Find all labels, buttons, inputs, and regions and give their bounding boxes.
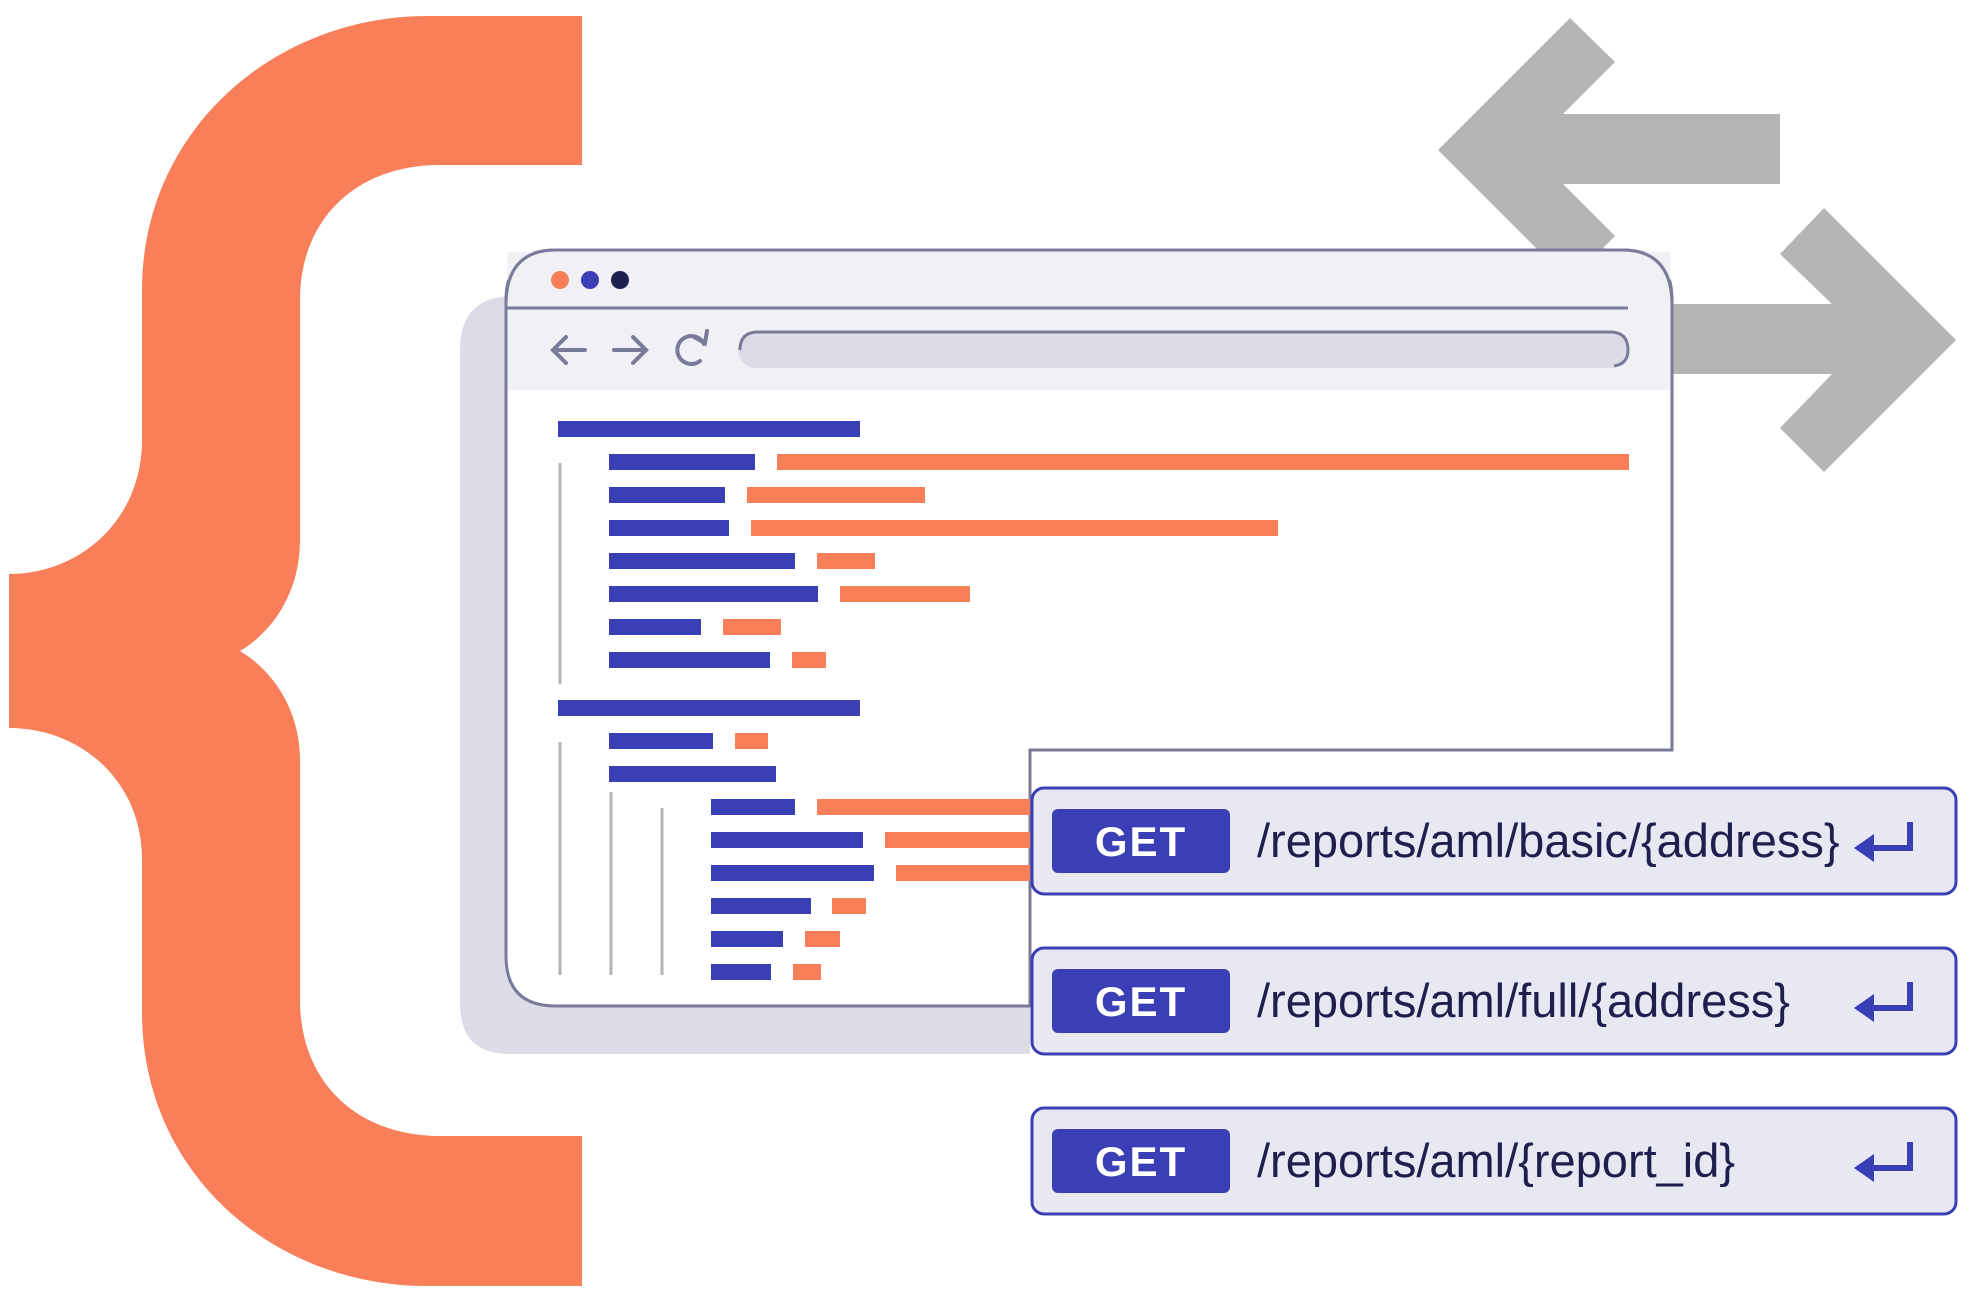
code-key-line — [609, 766, 776, 782]
endpoint-card[interactable]: GET /reports/aml/full/{address} — [1030, 946, 1958, 1056]
code-block — [558, 421, 1629, 980]
browser-chrome-top — [504, 248, 1674, 306]
code-key-line — [609, 619, 701, 635]
address-bar-outline — [738, 330, 1630, 368]
arrow-right-icon[interactable] — [612, 335, 649, 365]
code-key-line — [609, 652, 770, 668]
code-key-line — [711, 832, 863, 848]
code-key-line — [711, 799, 795, 815]
code-key-line — [711, 865, 874, 881]
window-dot-navy[interactable] — [611, 271, 629, 289]
code-value-line — [723, 619, 781, 635]
arrow-left-shape — [1438, 18, 1780, 282]
enter-return-icon[interactable] — [1854, 1142, 1913, 1182]
method-badge — [1052, 1129, 1230, 1193]
browser-window — [504, 248, 1674, 1008]
enter-return-icon[interactable] — [1854, 822, 1913, 862]
code-key-line — [711, 931, 783, 947]
method-badge — [1052, 809, 1230, 873]
endpoint-path: /reports/aml/{report_id} — [1257, 1134, 1735, 1187]
method-label: GET — [1095, 818, 1187, 865]
endpoint-card[interactable]: GET /reports/aml/basic/{address} — [1030, 786, 1958, 896]
curly-brace-icon — [9, 16, 582, 1286]
code-key-line — [711, 964, 771, 980]
enter-return-icon[interactable] — [1854, 982, 1913, 1022]
code-value-line — [896, 865, 1030, 881]
window-dot-blue[interactable] — [581, 271, 599, 289]
code-key-line — [609, 586, 818, 602]
code-value-line — [793, 964, 821, 980]
endpoint-path: /reports/aml/basic/{address} — [1257, 814, 1840, 867]
code-key-line — [609, 454, 755, 470]
code-value-line — [840, 586, 970, 602]
code-key-line — [609, 520, 729, 536]
endpoint-card[interactable]: GET /reports/aml/{report_id} — [1030, 1106, 1958, 1216]
method-label: GET — [1095, 1138, 1187, 1185]
code-key-line — [609, 487, 725, 503]
code-key-line — [609, 553, 795, 569]
reload-icon[interactable] — [675, 329, 709, 366]
code-value-line — [885, 832, 1030, 848]
endpoint-card-frame — [1030, 1106, 1958, 1216]
code-value-line — [792, 652, 826, 668]
arrow-left-icon[interactable] — [550, 335, 587, 365]
code-value-line — [735, 733, 768, 749]
code-value-line — [817, 799, 1030, 815]
address-bar[interactable] — [738, 332, 1628, 368]
method-label: GET — [1095, 978, 1187, 1025]
code-value-line — [747, 487, 925, 503]
code-key-line — [609, 733, 713, 749]
endpoint-card-frame — [1030, 946, 1958, 1056]
method-badge — [1052, 969, 1230, 1033]
bidirectional-arrows-icon — [1438, 18, 1956, 472]
code-value-line — [817, 553, 875, 569]
code-value-line — [805, 931, 840, 947]
arrow-right-shape — [1615, 208, 1956, 472]
code-key-line — [711, 898, 811, 914]
code-key-line — [558, 700, 860, 716]
code-value-line — [751, 520, 1278, 536]
endpoint-path: /reports/aml/full/{address} — [1257, 974, 1790, 1027]
endpoint-card-frame — [1030, 786, 1958, 896]
code-value-line — [777, 454, 1629, 470]
window-dot-orange[interactable] — [551, 271, 569, 289]
code-value-line — [832, 898, 866, 914]
code-key-line — [558, 421, 860, 437]
